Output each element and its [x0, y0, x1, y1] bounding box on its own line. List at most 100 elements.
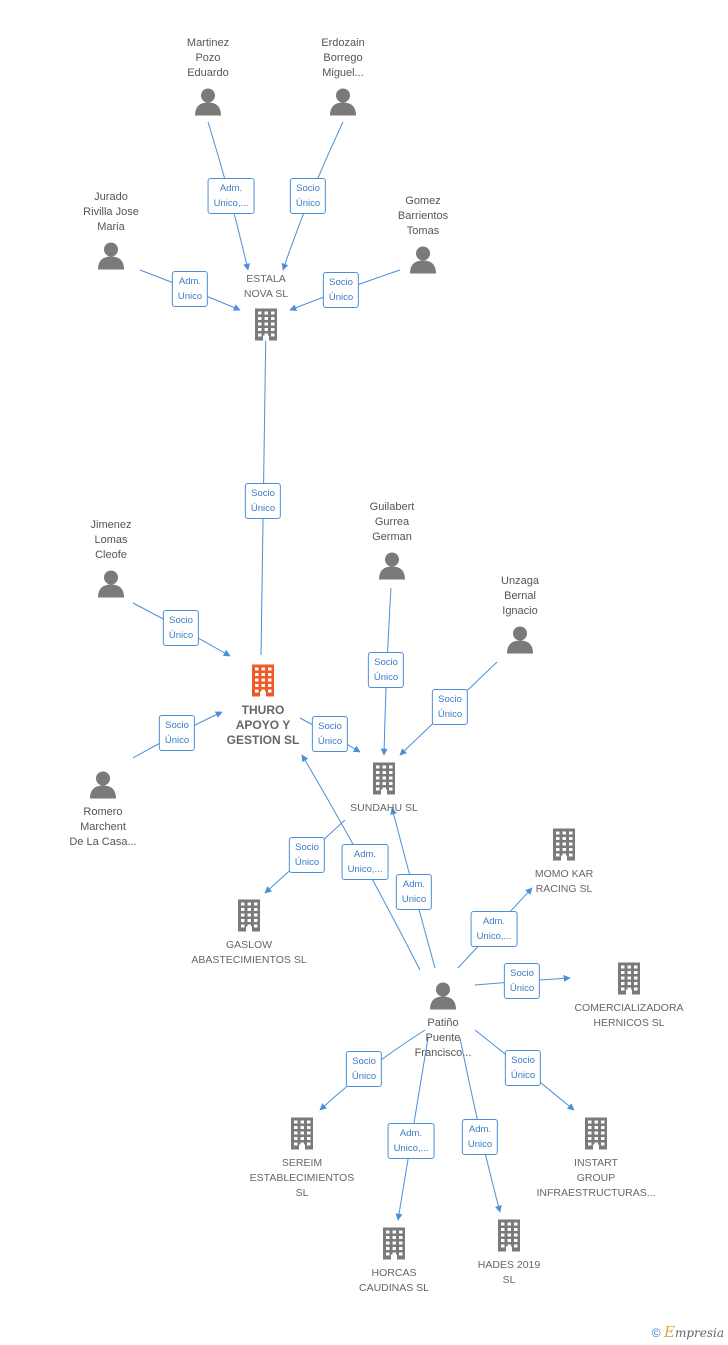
relationship-3-line-1: Adm. — [178, 276, 202, 287]
company-building-icon[interactable] — [581, 1117, 611, 1156]
relationship-2-line-1: Socio — [296, 183, 320, 194]
person-martinez-line-1: Martinez — [186, 37, 230, 49]
relationship-2-line-2: Único — [295, 198, 321, 209]
person-guilabert-line-3: German — [372, 531, 412, 543]
company-building-icon[interactable] — [369, 762, 399, 801]
relationship-17-line-1: Socio — [511, 1055, 535, 1066]
person-unzaga-line-1: Unzaga — [501, 575, 539, 587]
company-label-sundahu[interactable]: SUNDAHU SL — [350, 801, 418, 816]
company-gaslow-line-1: GASLOW — [225, 939, 273, 951]
person-icon[interactable] — [96, 241, 126, 276]
company-building-icon[interactable] — [234, 899, 264, 938]
relationship-8-line-2: Único — [437, 709, 463, 720]
company-building-icon[interactable] — [614, 962, 644, 1001]
relationship-1-line-2: Unico,... — [213, 198, 249, 209]
brand-initial: E — [663, 1323, 675, 1341]
company-estala-line-2: NOVA SL — [243, 288, 289, 300]
company-gaslow-line-2: ABASTECIMIENTOS SL — [191, 954, 307, 966]
brand-logo: Empresia — [663, 1323, 724, 1341]
company-thuro-line-1: THURO — [241, 703, 285, 717]
focus-company-building-icon[interactable] — [248, 664, 278, 703]
person-guilabert-line-1: Guilabert — [369, 501, 415, 513]
person-patino-line-2: Puente — [425, 1032, 461, 1044]
relationship-5-line-1: Socio — [251, 488, 275, 499]
relationship-11-line-1: Socio — [295, 842, 319, 853]
company-label-gaslow[interactable]: GASLOW ABASTECIMIENTOS SL — [191, 938, 306, 968]
person-icon[interactable] — [328, 87, 358, 122]
person-icon[interactable] — [193, 87, 223, 122]
company-building-icon[interactable] — [549, 828, 579, 867]
person-unzaga-line-2: Bernal — [504, 590, 536, 602]
person-icon[interactable] — [408, 245, 438, 280]
relationship-15-line-2: Único — [509, 983, 535, 994]
company-thuro-line-2: APOYO Y — [235, 718, 291, 732]
person-martinez-line-3: Eduardo — [187, 67, 229, 79]
relationship-label: Adm.Unico — [171, 271, 209, 307]
relationship-12-line-2: Unico,... — [347, 864, 383, 875]
relationship-9-line-1: Socio — [165, 720, 189, 731]
relationship-11-line-2: Único — [294, 857, 320, 868]
relationship-13-line-2: Unico — [401, 894, 427, 905]
relationship-4-line-1: Socio — [329, 277, 353, 288]
relationship-17-line-2: Único — [510, 1070, 536, 1081]
person-icon[interactable] — [505, 625, 535, 660]
person-jurado-line-1: Jurado — [94, 191, 128, 203]
relationship-14-line-2: Unico,... — [476, 931, 512, 942]
relationship-6-line-1: Socio — [169, 615, 193, 626]
brand-name: mpresia — [674, 1326, 724, 1340]
relationship-label: Adm.Unico,... — [387, 1123, 435, 1159]
company-building-icon[interactable] — [494, 1219, 524, 1258]
relationship-19-line-1: Adm. — [468, 1124, 492, 1135]
company-sereim-line-3: SL — [295, 1187, 309, 1199]
company-momo-line-1: MOMO KAR — [534, 868, 594, 880]
relationship-1-line-1: Adm. — [219, 183, 243, 194]
person-erdozain-line-2: Borrego — [323, 52, 363, 64]
relationship-label: Adm.Unico — [461, 1119, 499, 1155]
person-jurado-line-2: Rivilla Jose — [83, 206, 139, 218]
person-icon[interactable] — [377, 551, 407, 586]
person-jimenez-line-2: Lomas — [94, 534, 128, 546]
relationship-7-line-1: Socio — [374, 657, 398, 668]
company-building-icon[interactable] — [251, 308, 281, 347]
company-label-estala[interactable]: ESTALA NOVA SL — [244, 272, 288, 302]
person-icon[interactable] — [428, 981, 458, 1016]
relationship-label: Adm. Unico,... — [207, 178, 255, 214]
person-romero-line-2: Marchent — [80, 821, 126, 833]
person-icon[interactable] — [88, 770, 118, 805]
person-gomez-line-1: Gomez — [405, 195, 441, 207]
person-jimenez-line-3: Cleofe — [95, 549, 127, 561]
relationship-5-line-2: Único — [250, 503, 276, 514]
relationship-label: Adm.Unico,... — [341, 844, 389, 880]
company-building-icon[interactable] — [379, 1227, 409, 1266]
company-building-icon[interactable] — [287, 1117, 317, 1156]
person-icon[interactable] — [96, 569, 126, 604]
person-erdozain-line-3: Miguel... — [322, 67, 364, 79]
company-comercializadora-line-1: COMERCIALIZADORA — [574, 1002, 684, 1014]
company-estala-line-1: ESTALA — [246, 273, 286, 285]
